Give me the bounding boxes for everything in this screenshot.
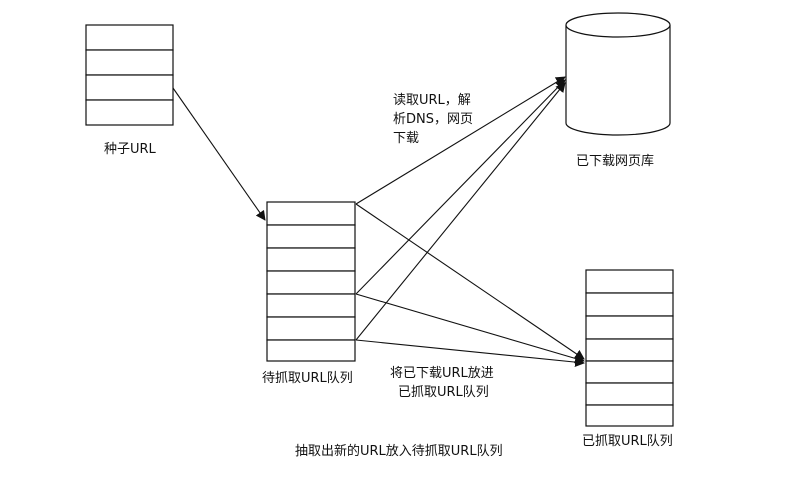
arrow-queue-to-crawled (355, 339, 585, 368)
put-annotation-line1: 将已下载URL放进 (390, 366, 494, 381)
queue-row (266, 247, 356, 272)
queue-row (266, 293, 356, 318)
database-label: 已下载网页库 (576, 154, 655, 169)
seed-url-stack (85, 24, 174, 126)
arrow-queue-to-db (355, 82, 566, 341)
seed-url-row (85, 49, 174, 76)
read-annotation-line1: 读取URL，解 (393, 93, 471, 108)
queue-row (266, 224, 356, 249)
crawled-row (585, 360, 674, 384)
crawled-row (585, 292, 674, 317)
flow-arrows (172, 76, 585, 368)
seed-url-label: 种子URL (104, 142, 156, 157)
queue-row (266, 316, 356, 341)
seed-url-row (85, 24, 174, 51)
arrow-queue-to-crawled (355, 293, 585, 364)
seed-url-row (85, 99, 174, 126)
seed-url-row (85, 74, 174, 101)
crawled-row (585, 269, 674, 294)
queue-stack (266, 201, 356, 362)
arrow-queue-to-db (355, 79, 566, 295)
crawled-stack (585, 269, 674, 427)
crawled-row (585, 382, 674, 406)
crawled-row (585, 338, 674, 362)
arrow-queue-to-db (355, 76, 566, 205)
queue-label: 待抓取URL队列 (262, 371, 353, 386)
database-cylinder (565, 12, 671, 136)
queue-row (266, 339, 356, 362)
extract-annotation: 抽取出新的URL放入待抓取URL队列 (295, 444, 503, 459)
put-annotation-line2: 已抓取URL队列 (398, 385, 489, 400)
arrow-queue-to-crawled (355, 203, 585, 360)
queue-row (266, 201, 356, 226)
queue-row (266, 270, 356, 295)
read-annotation-line2: 析DNS，网页 (393, 112, 473, 127)
read-annotation-line3: 下载 (393, 131, 420, 146)
crawled-label: 已抓取URL队列 (582, 434, 673, 449)
arrow-seed-to-queue (172, 87, 266, 221)
crawled-row (585, 315, 674, 340)
crawled-row (585, 404, 674, 427)
